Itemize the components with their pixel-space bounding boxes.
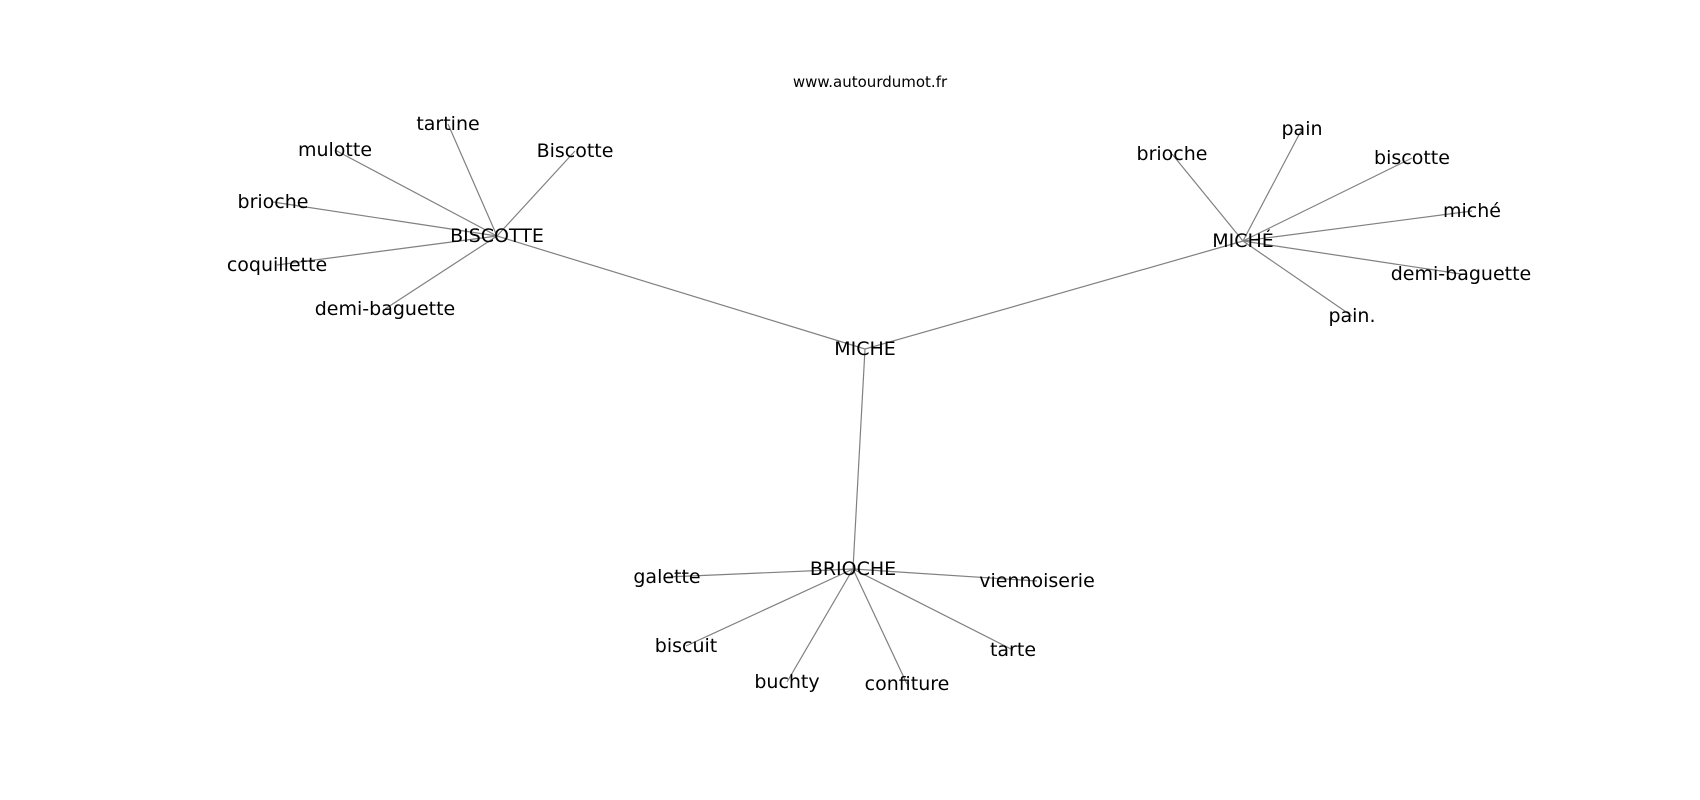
edge-biscotte-biscotte-2 xyxy=(496,150,576,237)
node-leaf-biscotte-brioche-3: brioche xyxy=(238,191,309,213)
node-leaf-brioche-tarte-3: tarte xyxy=(990,639,1036,661)
node-leaf-miche-pain-5: pain. xyxy=(1328,305,1375,327)
edge-biscotte-demi-baguette-5 xyxy=(384,235,498,310)
edge-biscotte-mulotte-1 xyxy=(334,149,498,237)
edge-miche-pain-0 xyxy=(1242,128,1303,242)
node-leaf-miche-biscotte-2: biscotte xyxy=(1374,147,1450,169)
node-leaf-miche-demi-baguette-4: demi-baguette xyxy=(1391,263,1531,285)
edge-miche-pain-5 xyxy=(1242,240,1353,317)
edge-brioche-viennoiserie-1 xyxy=(852,568,1038,582)
node-leaf-brioche-biscuit-2: biscuit xyxy=(655,635,717,657)
edge-center-brioche xyxy=(852,348,866,570)
node-hub-brioche: BRIOCHE xyxy=(810,558,896,580)
edge-miche-miche-3 xyxy=(1242,210,1473,242)
edge-miche-brioche-1 xyxy=(1171,153,1244,242)
node-leaf-biscotte-tartine-0: tartine xyxy=(416,113,479,135)
node-leaf-miche-brioche-1: brioche xyxy=(1137,143,1208,165)
edge-center-biscotte xyxy=(496,235,866,350)
node-leaf-miche-pain-0: pain xyxy=(1281,118,1322,140)
node-leaf-biscotte-mulotte-1: mulotte xyxy=(298,139,372,161)
edge-brioche-buchty-4 xyxy=(786,568,854,683)
edges xyxy=(272,123,1473,685)
edge-brioche-confiture-5 xyxy=(852,568,908,685)
node-leaf-miche-miche-3: miché xyxy=(1443,200,1501,222)
node-leaf-brioche-galette-0: galette xyxy=(633,566,700,588)
edge-biscotte-tartine-0 xyxy=(447,123,498,237)
edge-biscotte-brioche-3 xyxy=(272,201,498,237)
node-leaf-biscotte-demi-baguette-5: demi-baguette xyxy=(315,298,455,320)
edge-center-miche xyxy=(864,240,1244,350)
node-leaf-brioche-viennoiserie-1: viennoiserie xyxy=(979,570,1095,592)
node-labels: MICHE BISCOTTE tartine mulotte Biscotte brioc… xyxy=(227,113,1531,695)
node-hub-biscotte: BISCOTTE xyxy=(450,225,544,247)
node-leaf-brioche-confiture-5: confiture xyxy=(865,673,950,695)
node-leaf-biscotte-coquillette-4: coquillette xyxy=(227,254,327,276)
node-leaf-biscotte-biscotte-2: Biscotte xyxy=(537,140,614,162)
edge-miche-biscotte-2 xyxy=(1242,157,1413,242)
edge-miche-demi-baguette-4 xyxy=(1242,240,1462,275)
node-hub-miche: MICHÉ xyxy=(1212,229,1274,252)
edge-brioche-galette-0 xyxy=(666,568,854,578)
node-center: MICHE xyxy=(834,338,896,360)
edge-biscotte-coquillette-4 xyxy=(276,235,498,266)
node-leaf-brioche-buchty-4: buchty xyxy=(754,671,819,693)
edge-brioche-tarte-3 xyxy=(852,568,1014,651)
site-url: www.autourdumot.fr xyxy=(793,73,948,91)
edge-brioche-biscuit-2 xyxy=(685,568,854,647)
